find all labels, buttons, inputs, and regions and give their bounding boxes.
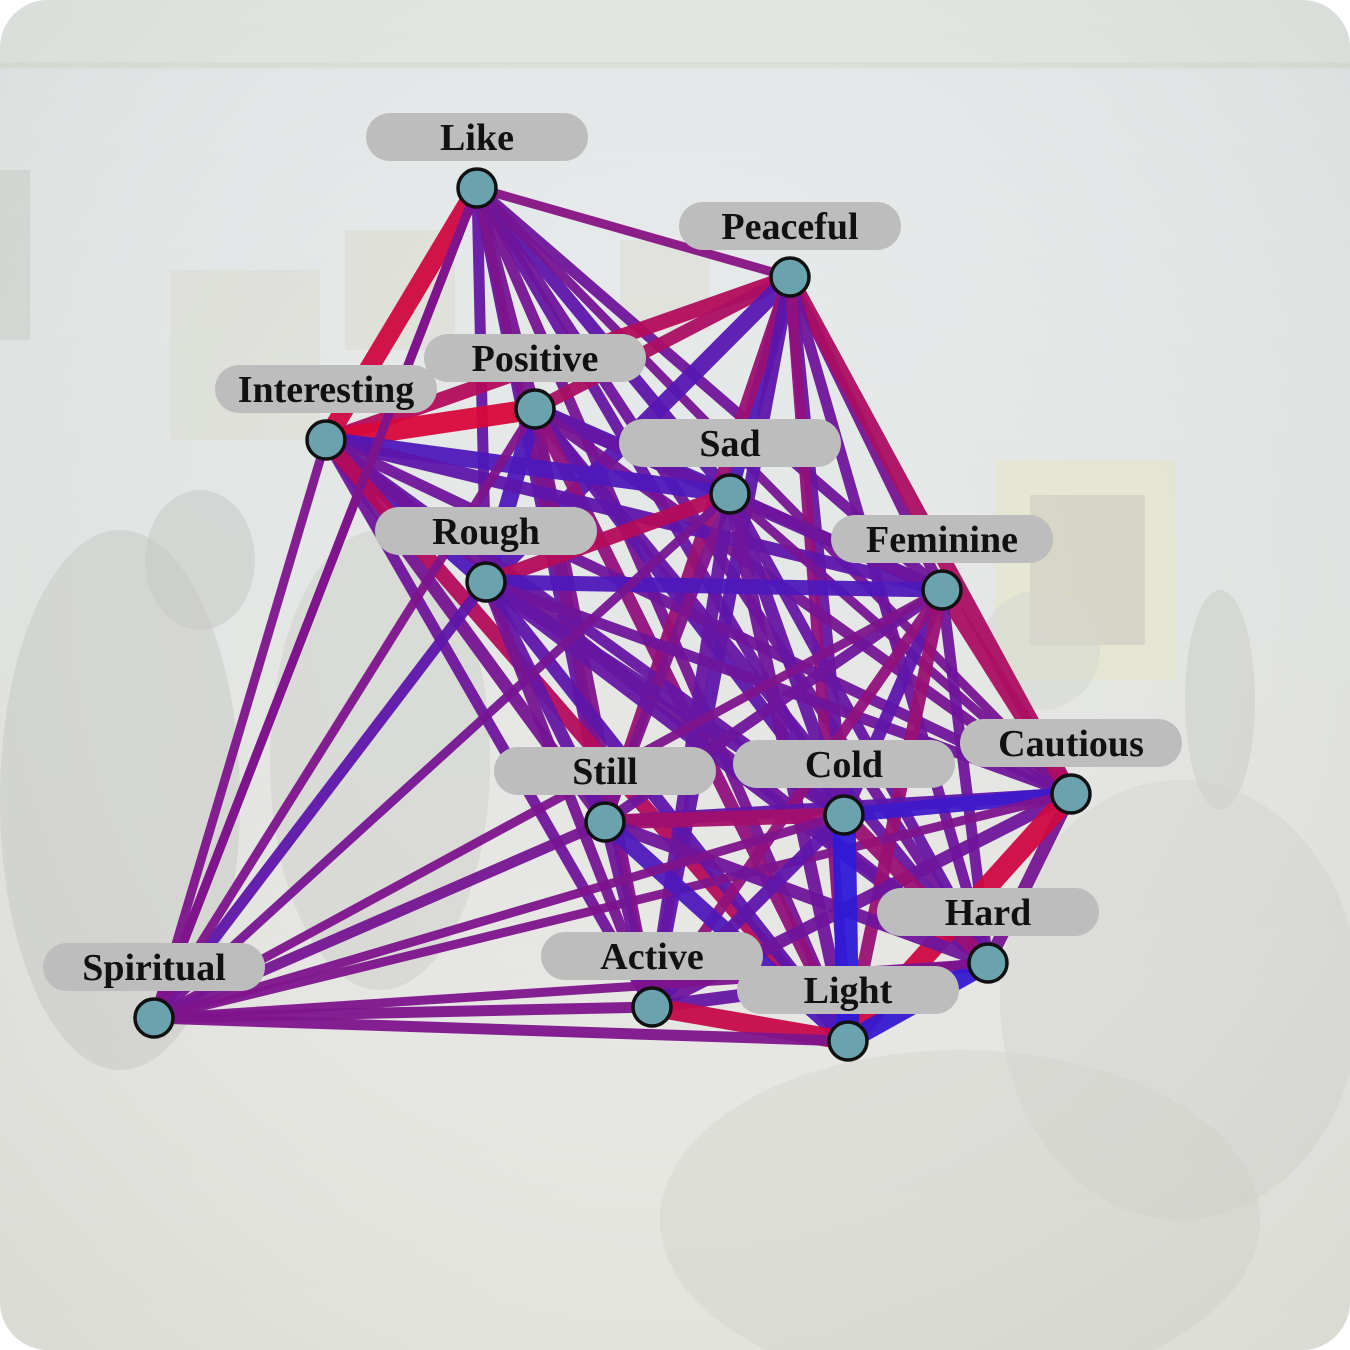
node-marker[interactable] [514, 388, 556, 430]
node-cautious[interactable]: Cautious [960, 719, 1182, 815]
node-label-pill [679, 202, 901, 250]
node-label-pill [375, 507, 597, 555]
edge-spiritual-like [149, 183, 482, 1023]
node-marker[interactable] [823, 794, 865, 836]
node-spiritual[interactable]: Spiritual [43, 943, 265, 1039]
node-label: Hard [945, 892, 1032, 934]
node-marker[interactable] [1050, 773, 1092, 815]
node-label: Light [804, 970, 893, 1012]
node-marker[interactable] [769, 256, 811, 298]
node-label: Feminine [866, 519, 1018, 561]
node-still[interactable]: Still [494, 747, 716, 843]
node-peaceful[interactable]: Peaceful [679, 202, 901, 298]
edge-still-hard [598, 815, 995, 970]
node-marker[interactable] [827, 1020, 869, 1062]
node-marker[interactable] [631, 986, 673, 1028]
edge-cautious-cold [836, 786, 1079, 823]
node-label-pill [733, 740, 955, 788]
edge-like-light [471, 182, 854, 1047]
node-hard[interactable]: Hard [877, 888, 1099, 984]
node-light[interactable]: Light [737, 966, 959, 1062]
node-label: Cautious [998, 723, 1144, 765]
edge-interesting-sad [317, 431, 739, 503]
edge-light-spiritual [148, 1012, 854, 1047]
node-cold[interactable]: Cold [733, 740, 955, 836]
edge-feminine-spiritual [149, 585, 947, 1023]
node-label: Spiritual [82, 947, 226, 989]
node-label-pill [43, 943, 265, 991]
edge-like-peaceful [472, 183, 795, 282]
node-marker[interactable] [709, 473, 751, 515]
node-label-pill [494, 747, 716, 795]
node-label: Interesting [238, 369, 415, 411]
edge-positive-interesting [315, 398, 546, 451]
node-label-pill [831, 515, 1053, 563]
node-marker[interactable] [456, 167, 498, 209]
edge-still-cold [597, 807, 852, 830]
edge-spiritual-sad [149, 489, 735, 1023]
node-label: Cold [805, 744, 883, 786]
edge-peaceful-positive [528, 270, 797, 416]
edge-rough-feminine [478, 574, 950, 598]
node-label: Still [572, 751, 637, 793]
edge-sad-hard [724, 488, 994, 969]
node-label: Positive [472, 338, 599, 380]
node-label-pill [737, 966, 959, 1014]
node-label-pill [424, 334, 646, 382]
node-sad[interactable]: Sad [619, 419, 841, 515]
node-label: Rough [432, 511, 540, 553]
node-label: Peaceful [721, 206, 858, 248]
node-marker[interactable] [305, 419, 347, 461]
edge-sad-rough [478, 486, 738, 590]
edge-cautious-spiritual [149, 789, 1076, 1023]
node-label-pill [877, 888, 1099, 936]
node-feminine[interactable]: Feminine [831, 515, 1053, 611]
edge-interesting-cautious [320, 434, 1077, 800]
node-active[interactable]: Active [541, 932, 763, 1028]
node-interesting[interactable]: Interesting [215, 365, 437, 461]
node-marker[interactable] [465, 561, 507, 603]
edge-interesting-spiritual [149, 435, 331, 1023]
node-label: Sad [699, 423, 760, 465]
node-label-pill [541, 932, 763, 980]
node-marker[interactable] [584, 801, 626, 843]
node-marker[interactable] [133, 997, 175, 1039]
edge-like-cautious [472, 183, 1076, 799]
node-label-pill [215, 365, 437, 413]
node-rough[interactable]: Rough [375, 507, 597, 603]
node-like[interactable]: Like [366, 113, 588, 209]
node-label: Active [600, 936, 703, 978]
node-label-pill [960, 719, 1182, 767]
node-label: Like [440, 117, 514, 159]
node-label-pill [366, 113, 588, 161]
node-marker[interactable] [921, 569, 963, 611]
node-marker[interactable] [967, 942, 1009, 984]
edge-interesting-feminine [319, 433, 949, 597]
edge-cold-spiritual [149, 810, 849, 1023]
node-positive[interactable]: Positive [424, 334, 646, 430]
node-label-pill [619, 419, 841, 467]
